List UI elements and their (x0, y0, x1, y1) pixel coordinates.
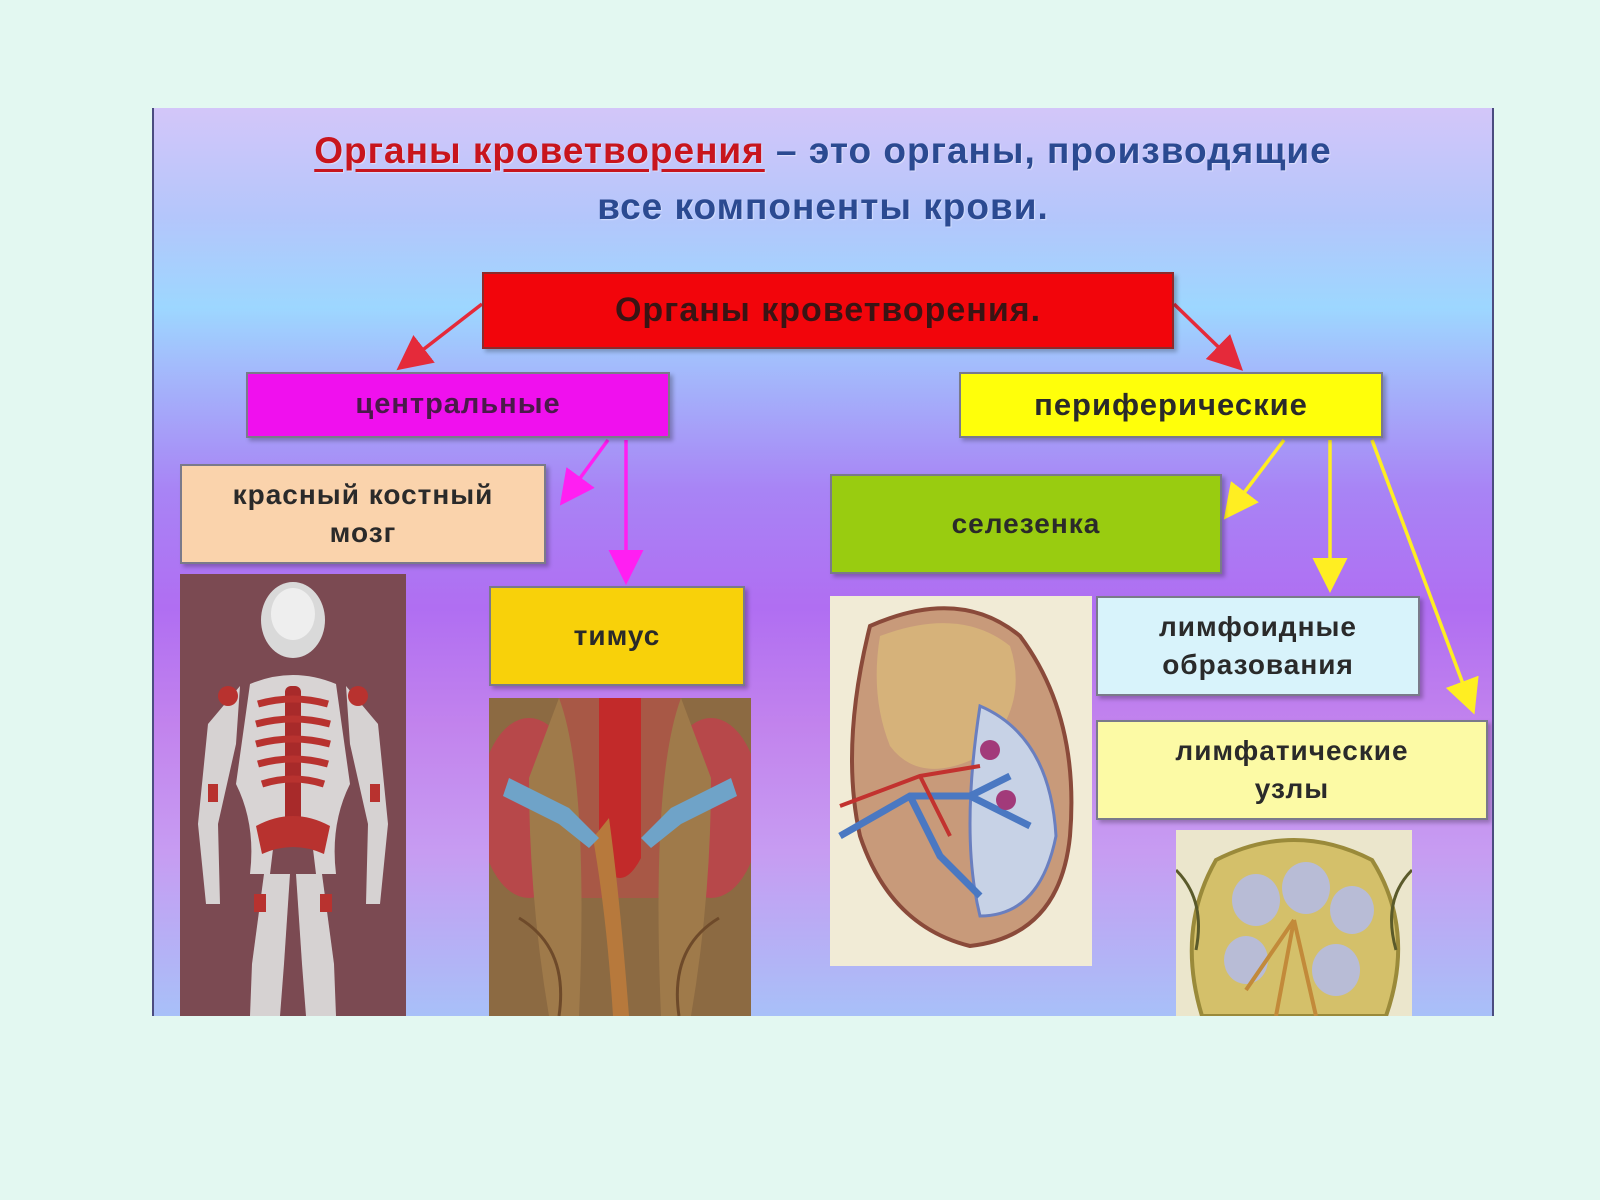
thymus-illustration (489, 698, 751, 1016)
title-line-2: все компоненты крови. (597, 186, 1049, 227)
root-node: Органы кроветворения. (482, 272, 1174, 349)
arrow-peripheral-to-spleen (1223, 438, 1286, 520)
peripheral-organs-node: периферические (959, 372, 1383, 438)
arrow-peripheral-to-nodes (1370, 439, 1479, 715)
arrows-layer (396, 302, 1479, 715)
arrow-root-to-peripheral (1172, 302, 1244, 371)
thymus-node: тимус (489, 586, 745, 686)
lymph-nodes-node: лимфатические узлы (1096, 720, 1488, 820)
slide: Органы кроветворения – это органы, произ… (152, 108, 1494, 1016)
title-definition-start: – это органы, производящие (764, 130, 1332, 171)
central-organs-node: центральные (246, 372, 670, 438)
spleen-illustration (830, 596, 1092, 966)
skeleton-illustration (180, 574, 406, 1016)
arrow-central-to-marrow (559, 438, 610, 506)
arrow-root-to-central (396, 302, 484, 371)
title-line-1: Органы кроветворения – это органы, произ… (154, 130, 1492, 172)
title-term: Органы кроветворения (314, 130, 765, 171)
lymphoid-formations-node: лимфоидные образования (1096, 596, 1420, 696)
lymph-node-illustration (1176, 830, 1412, 1016)
spleen-node: селезенка (830, 474, 1222, 574)
red-bone-marrow-node: красный костный мозг (180, 464, 546, 564)
